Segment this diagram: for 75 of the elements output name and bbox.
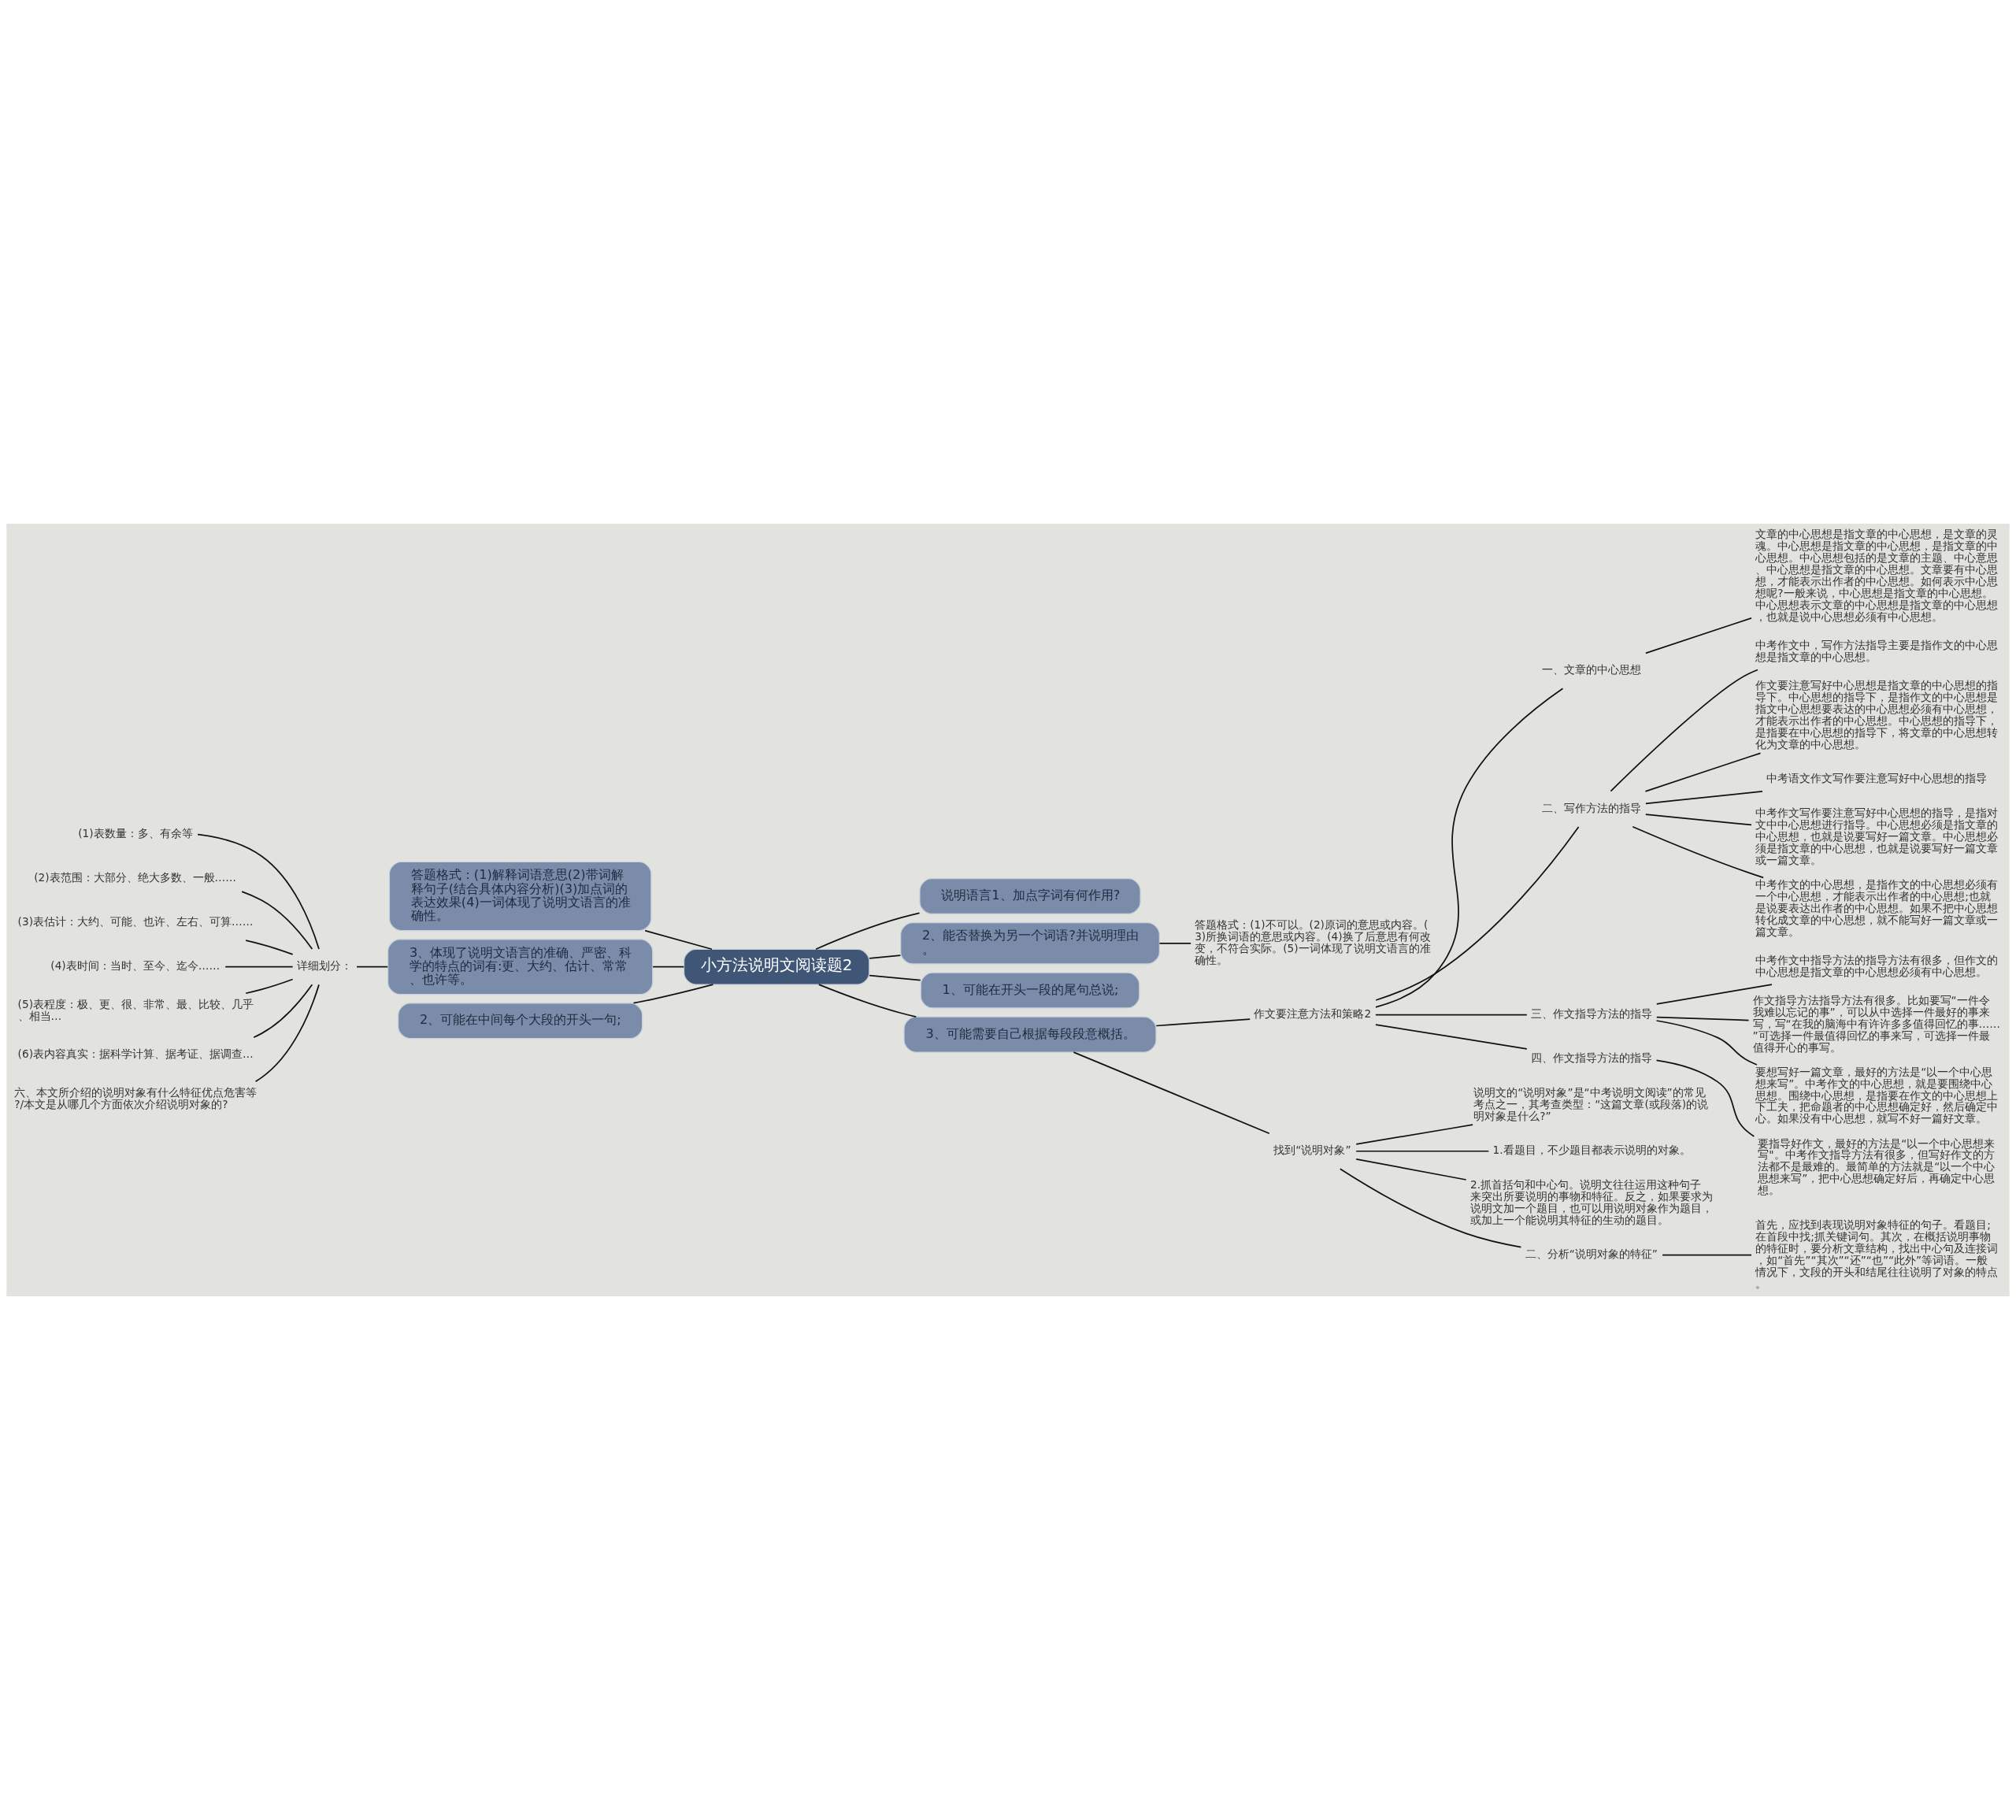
node-text: (6)表内容真实：据科学计算、据考证、据调查… [17, 1047, 254, 1061]
connector [1610, 669, 1758, 792]
connector [356, 966, 389, 968]
connector [1655, 1059, 1755, 1137]
connector [1073, 1051, 1270, 1135]
connector [817, 984, 917, 1017]
node-box: 2、可能在中间每个大段的开头一句; [398, 1003, 643, 1040]
connector [1655, 1016, 1750, 1021]
connector [1355, 1150, 1490, 1152]
connector [254, 984, 320, 1083]
node-box: 答题格式：(1)解释词语意思(2)带词解释句子(结合具体内容分析)(3)加点词的表达效果(4)一词体现了说明文语言的准确性。 [388, 861, 652, 932]
node-box: 3、体现了说明文语言的准确、严密、科学的特点的词有:更、大约、估计、常常、也许等。 [387, 939, 654, 995]
connector [1662, 1254, 1752, 1256]
node-text: 作文要注意方法和策略2 [1254, 1007, 1372, 1021]
connector [869, 954, 902, 959]
node-text: 详细划分： [296, 959, 352, 973]
connector [1355, 1124, 1474, 1145]
node-text: 四、作文指导方法的指导 [1531, 1051, 1653, 1065]
node-text: 中考作文的中心思想，是指作文的中心思想必须有一个中心思想，才能表示出作者的中心思想;也就是说要表达出作者的中心思想。如果不把中心思想转化成文章的中心思想，就不能写好一篇文章或一篇文章。 [1755, 877, 1999, 938]
connector [253, 984, 313, 1039]
node-text: (1)表数量：多、有余等 [78, 827, 193, 840]
node-text: 要想写好一篇文章，最好的方法是“以一个中心思想来写”。中考作文的中心思想，就是要围绕中心思想。围绕中心思想，是指要在作文的中心思想上下工夫，把命题者的中心思想确定好，然后确定中心。如果没有中心思想，就写不好一篇好文章。 [1755, 1065, 1999, 1125]
node-box: 小方法说明文阅读题2 [683, 948, 870, 985]
node-text: 首先，应找到表现说明对象特征的句子。看题目;在首段中找;抓关键词句。其次，在概括说明事物的特征时，要分析文章结构，找出中心句及连接词，如“首先”“其次”“还”“也”“此外”等词语。一般情况下，文段的开头和结尾往往说明了对象的特点。 [1755, 1218, 1999, 1290]
connector [1375, 688, 1564, 1008]
connector [869, 974, 921, 981]
connector [1655, 984, 1773, 1005]
node-box: 1、可能在开头一段的尾句总说; [920, 972, 1140, 1009]
node-text: 二、分析“说明对象的特征” [1525, 1247, 1658, 1261]
connector [241, 891, 313, 950]
node-text: 三、作文指导方法的指导 [1531, 1007, 1653, 1021]
node-text: 一、文章的中心思想 [1541, 663, 1641, 676]
connector [224, 966, 294, 968]
connector [1375, 826, 1580, 1001]
node-text: 中考语文作文写作要注意写好中心思想的指导 [1766, 772, 1987, 785]
connector [1655, 1020, 1758, 1066]
node-text: 说明文的“说明对象”是“中考说明文阅读”的常见考点之一，其考查类型：“这篇文章(或段落)的说明对象是什么?” [1473, 1085, 1709, 1122]
node-box: 2、能否替换为另一个词语?并说明理由。 [900, 922, 1160, 965]
connector [245, 940, 294, 955]
connector [197, 833, 320, 950]
node-text: 中考作文中指导方法的指导方法有很多，但作文的中心思想是指文章的中心思想必须有中心思想。 [1755, 953, 1999, 978]
connector [1339, 1168, 1522, 1248]
connector [1645, 617, 1752, 654]
connector [1645, 791, 1763, 805]
node-text: 中考作文写作要注意写好中心思想的指导，是指对文中中心思想进行指导。中心思想必须是指文章的中心思想，也就是说要写好一篇文章。中心思想必须是指文章的中心思想，也就是说要写好一篇文章或一篇文章。 [1755, 806, 1999, 866]
node-text: 中考作文中，写作方法指导主要是指作文的中心思想是指文章的中心思想。 [1755, 639, 1999, 664]
node-text: (5)表程度：极、更、很、非常、最、比较、几乎、相当… [17, 997, 254, 1022]
node-text: 作文要注意写好中心思想是指文章的中心思想的指导下。中心思想的指导下，是指作文的中心思想是指文中心思想要表达的中心思想必须有中心思想，才能表示出作者的中心思想。中心思想的指导下，是指要在中心思想的指导下，将文章的中心思想转化为文章的中心思想。 [1755, 679, 1999, 751]
node-text: 文章的中心思想是指文章的中心思想，是文章的灵魂。中心思想是指文章的中心思想，是指文章的中心思想。中心思想包括的是文章的主题、中心意思、中心思想是指文章的中心思想。文章要有中心思想，才能表示出作者的中心思想。如何表示中心思想呢?一般来说，中心思想是指文章的中心思想。中心思想表示文章的中心思想是指文章的中心思想，也就是说中心思想必须有中心思想。 [1755, 528, 1999, 623]
connector [1155, 1018, 1251, 1027]
connector [1158, 942, 1191, 944]
node-text: 二、写作方法的指导 [1541, 801, 1641, 814]
node-text: 答题格式：(1)不可以。(2)原词的意思或内容。(3)所换词语的意思或内容。(4)换了后意思有何改变，不符合实际。(5)一词体现了说明文语言的准确性。 [1195, 917, 1431, 966]
node-text: 2.抓首括句和中心句。说明文往往运用这种句子来突出所要说明的事物和特征。反之，如果要求为说明文加一个题目，也可以用说明对象作为题目，或加上一个能说明其特征的生动的题目。 [1469, 1177, 1713, 1226]
connector [245, 978, 294, 995]
connector [815, 912, 921, 951]
connector [632, 984, 714, 1004]
node-text: (3)表估计：大约、可能、也许、左右、可算…… [17, 915, 254, 929]
node-text: 要指导好作文，最好的方法是“以一个中心思想来写"。中考作文指导方法有很多，但写好作文的方法都不是最难的。最简单的方法就是“以一个中心思想来写”，把中心思想确定好后，再确定中心思想。 [1758, 1136, 1996, 1197]
node-text: 作文指导方法指导方法有很多。比如要写“一件令我难以忘记的事”，可以从中选择一件最好的事来写，写“在我的脑海中有许许多多值得回忆的事……”可选择一件最值得回忆的事来写，可选择一件最值得开心的事写。 [1752, 993, 2000, 1054]
connector [1645, 814, 1752, 826]
connector [1632, 825, 1764, 879]
connector [1355, 1158, 1467, 1181]
node-box: 3、可能需要自己根据每段段意概括。 [903, 1016, 1157, 1053]
connector [1375, 1014, 1528, 1016]
node-box: 说明语言1、加点字词有何作用? [919, 878, 1141, 915]
connector [1644, 752, 1762, 792]
connector [644, 929, 713, 951]
node-text: 1.看题目，不少题目都表示说明的对象。 [1492, 1144, 1691, 1157]
node-text: 找到“说明对象” [1273, 1144, 1351, 1157]
node-text: 六、本文所介绍的说明对象有什么特征优点危害等?/本文是从哪几个方面依次介绍说明对象的? [14, 1085, 258, 1110]
node-text: (2)表范围：大部分、绝大多数、一般…… [34, 871, 236, 884]
connector [1375, 1024, 1528, 1050]
node-text: (4)表时间：当时、至今、迄今…… [50, 959, 220, 973]
connector [652, 966, 685, 968]
